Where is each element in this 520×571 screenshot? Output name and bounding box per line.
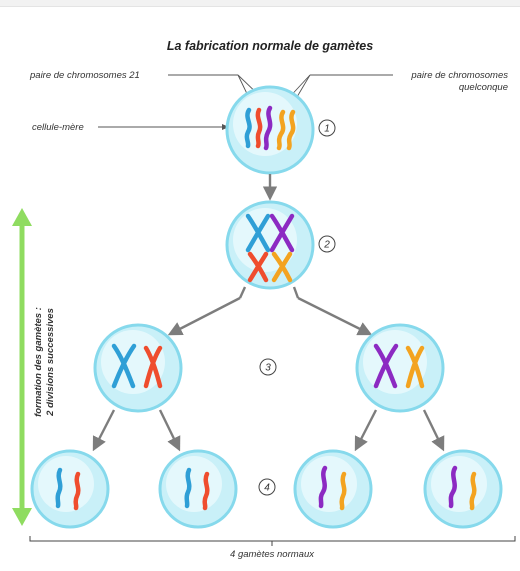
bottom-label: 4 gamètes normaux [230, 549, 315, 560]
svg-text:3: 3 [265, 363, 271, 374]
svg-text:2: 2 [323, 240, 330, 251]
side-label-line1: formation des gamètes : [33, 307, 44, 417]
arrow-3-to-4-b [158, 409, 181, 452]
svg-text:4: 4 [264, 483, 270, 494]
gamete-1 [30, 449, 110, 529]
top-band [0, 0, 520, 7]
gamete-4 [423, 449, 503, 529]
arrow-3-to-4-d [422, 409, 445, 452]
label-pair-any-line2: quelconque [459, 82, 508, 93]
arrow-3-to-4-a [92, 409, 116, 452]
diagram-title: La fabrication normale de gamètes [167, 39, 373, 53]
gamete-3 [293, 449, 373, 529]
step-3-marker: 3 [259, 358, 277, 376]
cell-division1-right [355, 323, 445, 413]
bottom-bracket [29, 536, 516, 542]
cell-division1-left [93, 323, 183, 413]
svg-text:1: 1 [324, 124, 330, 135]
arrow-2-to-3-right-diag [297, 296, 373, 336]
step-2-marker: 2 [318, 235, 336, 253]
step-1-marker: 1 [318, 119, 336, 137]
label-pair-any-line1: paire de chromosomes [410, 70, 508, 81]
arrow-2-to-3-left [238, 286, 247, 299]
gamete-2 [158, 449, 238, 529]
arrow-2-to-3-right [292, 286, 300, 299]
side-double-arrow [12, 208, 32, 526]
cell-mother [225, 85, 315, 175]
side-label-line2: 2 divisions successives [45, 308, 56, 417]
arrow-2-to-3-left-diag [167, 296, 241, 336]
arrow-3-to-4-c [354, 409, 378, 452]
label-pair-21: paire de chromosomes 21 [29, 70, 140, 81]
step-4-marker: 4 [258, 478, 276, 496]
label-mother-cell: cellule-mère [32, 122, 84, 133]
cell-duplicated [225, 200, 315, 290]
